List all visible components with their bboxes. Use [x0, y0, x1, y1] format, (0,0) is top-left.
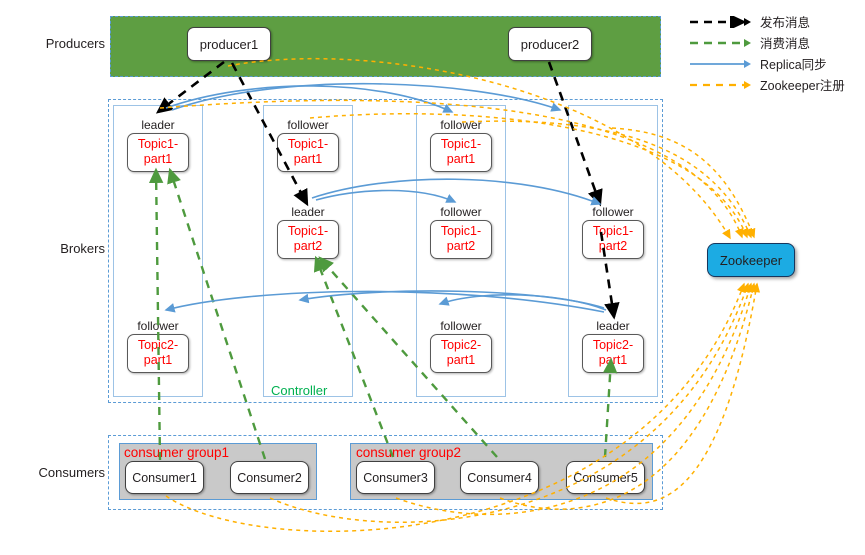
- partition-role: leader: [596, 319, 630, 333]
- consumer-box-3[interactable]: Consumer3: [356, 461, 435, 494]
- partition-role: follower: [592, 205, 634, 219]
- controller-label: Controller: [271, 383, 328, 398]
- consumer-box-2[interactable]: Consumer2: [230, 461, 309, 494]
- partition-topic: Topic2-: [440, 338, 482, 352]
- row-label-brokers: Brokers: [60, 241, 105, 256]
- consumer-box-4[interactable]: Consumer4: [460, 461, 539, 494]
- consumer-group-2-title: consumer group2: [356, 445, 462, 460]
- partition-index: part1: [446, 152, 476, 166]
- partition-index: part1: [293, 152, 323, 166]
- partition-role: follower: [137, 319, 179, 333]
- partition-cell-b2-topic1-part2[interactable]: leader Topic1- part2: [265, 205, 351, 259]
- legend-label-replica: Replica同步: [760, 58, 827, 72]
- row-label-producers: Producers: [45, 36, 105, 51]
- partition-topic: Topic1-: [287, 224, 329, 238]
- partition-cell-b1-topic1-part1[interactable]: leader Topic1- part1: [115, 118, 201, 172]
- legend-row-zookeeper: Zookeeper注册: [688, 75, 845, 94]
- partition-index: part2: [293, 239, 323, 253]
- legend: 发布消息 消费消息 Replica同步 Zookeeper注册: [688, 12, 863, 94]
- partition-index: part1: [598, 353, 628, 367]
- partition-role: leader: [291, 205, 325, 219]
- partition-index: part2: [446, 239, 476, 253]
- legend-row-replica: Replica同步: [688, 54, 827, 73]
- zookeeper-node[interactable]: Zookeeper: [707, 243, 795, 277]
- partition-cell-b4-topic1-part2[interactable]: follower Topic1- part2: [570, 205, 656, 259]
- partition-topic: Topic1-: [440, 224, 482, 238]
- consumer-group-1-title: consumer group1: [124, 445, 230, 460]
- partition-cell-b3-topic2-part1[interactable]: follower Topic2- part1: [418, 319, 504, 373]
- partition-topic: Topic1-: [287, 137, 329, 151]
- partition-box: Topic1- part2: [430, 220, 492, 259]
- partition-box: Topic1- part2: [277, 220, 339, 259]
- partition-topic: Topic1-: [592, 224, 634, 238]
- partition-index: part2: [598, 239, 628, 253]
- partition-cell-b1-topic2-part1[interactable]: follower Topic2- part1: [115, 319, 201, 373]
- partition-topic: Topic2-: [592, 338, 634, 352]
- partition-box: Topic2- part1: [430, 334, 492, 373]
- partition-role: follower: [287, 118, 329, 132]
- partition-cell-b4-topic2-part1[interactable]: leader Topic2- part1: [570, 319, 656, 373]
- partition-cell-b3-topic1-part2[interactable]: follower Topic1- part2: [418, 205, 504, 259]
- legend-label-consume: 消费消息: [760, 37, 811, 51]
- partition-box: Topic2- part1: [127, 334, 189, 373]
- legend-label-zookeeper: Zookeeper注册: [760, 79, 845, 93]
- consumer-box-1[interactable]: Consumer1: [125, 461, 204, 494]
- legend-swatch-zookeeper: [690, 80, 751, 89]
- row-label-consumers: Consumers: [38, 465, 105, 480]
- partition-role: follower: [440, 205, 482, 219]
- legend-swatch-publish: [690, 15, 751, 28]
- partition-box: Topic1- part1: [277, 133, 339, 172]
- partition-index: part1: [143, 152, 173, 166]
- legend-row-consume: 消费消息: [688, 33, 810, 52]
- legend-label-publish: 发布消息: [760, 16, 811, 30]
- partition-role: leader: [141, 118, 175, 132]
- partition-index: part1: [446, 353, 476, 367]
- partition-topic: Topic2-: [137, 338, 179, 352]
- partition-topic: Topic1-: [137, 137, 179, 151]
- partition-topic: Topic1-: [440, 137, 482, 151]
- partition-index: part1: [143, 353, 173, 367]
- partition-role: follower: [440, 319, 482, 333]
- producer-box-2[interactable]: producer2: [508, 27, 592, 61]
- partition-box: Topic1- part1: [127, 133, 189, 172]
- partition-role: follower: [440, 118, 482, 132]
- partition-box: Topic2- part1: [582, 334, 644, 373]
- legend-row-publish: 发布消息: [688, 12, 810, 31]
- partition-box: Topic1- part2: [582, 220, 644, 259]
- partition-box: Topic1- part1: [430, 133, 492, 172]
- producer-box-1[interactable]: producer1: [187, 27, 271, 61]
- partition-cell-b2-topic1-part1[interactable]: follower Topic1- part1: [265, 118, 351, 172]
- legend-swatch-consume: [690, 38, 751, 47]
- consumer-box-5[interactable]: Consumer5: [566, 461, 645, 494]
- partition-cell-b3-topic1-part1[interactable]: follower Topic1- part1: [418, 118, 504, 172]
- legend-swatch-replica: [690, 59, 751, 68]
